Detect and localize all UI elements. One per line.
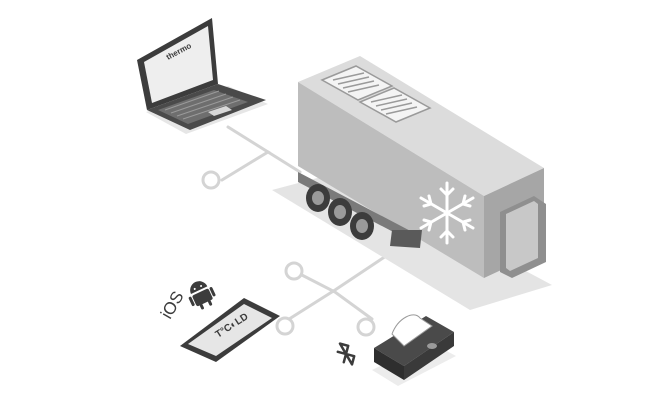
roof-vent-1 bbox=[320, 65, 394, 101]
refrigerated-trailer bbox=[298, 56, 546, 278]
printer-paper bbox=[391, 314, 433, 347]
bluetooth-icon bbox=[336, 342, 356, 366]
trailer-side bbox=[298, 82, 484, 278]
node-branch-line bbox=[294, 270, 374, 321]
laptop: thermo bbox=[137, 18, 268, 134]
ios-label: iOS bbox=[157, 288, 188, 322]
mobile-network-node bbox=[284, 261, 304, 281]
laptop-to-hub-line bbox=[220, 125, 271, 182]
laptop-network-node bbox=[201, 170, 221, 190]
laptop-screen bbox=[144, 26, 213, 103]
phone-network-node bbox=[275, 316, 295, 336]
trailer-chassis bbox=[298, 172, 420, 246]
smartphone: T°C◐LD bbox=[180, 298, 280, 362]
android-icon bbox=[188, 281, 216, 310]
snowflake-icon bbox=[419, 181, 475, 245]
printer-network-node bbox=[356, 317, 376, 337]
phone-screen bbox=[188, 304, 272, 356]
hub-to-trailer-line bbox=[266, 150, 302, 174]
roof-vent-2 bbox=[358, 87, 432, 123]
wheels bbox=[306, 184, 374, 240]
printer-body bbox=[374, 316, 454, 366]
receipt-printer bbox=[372, 314, 456, 386]
